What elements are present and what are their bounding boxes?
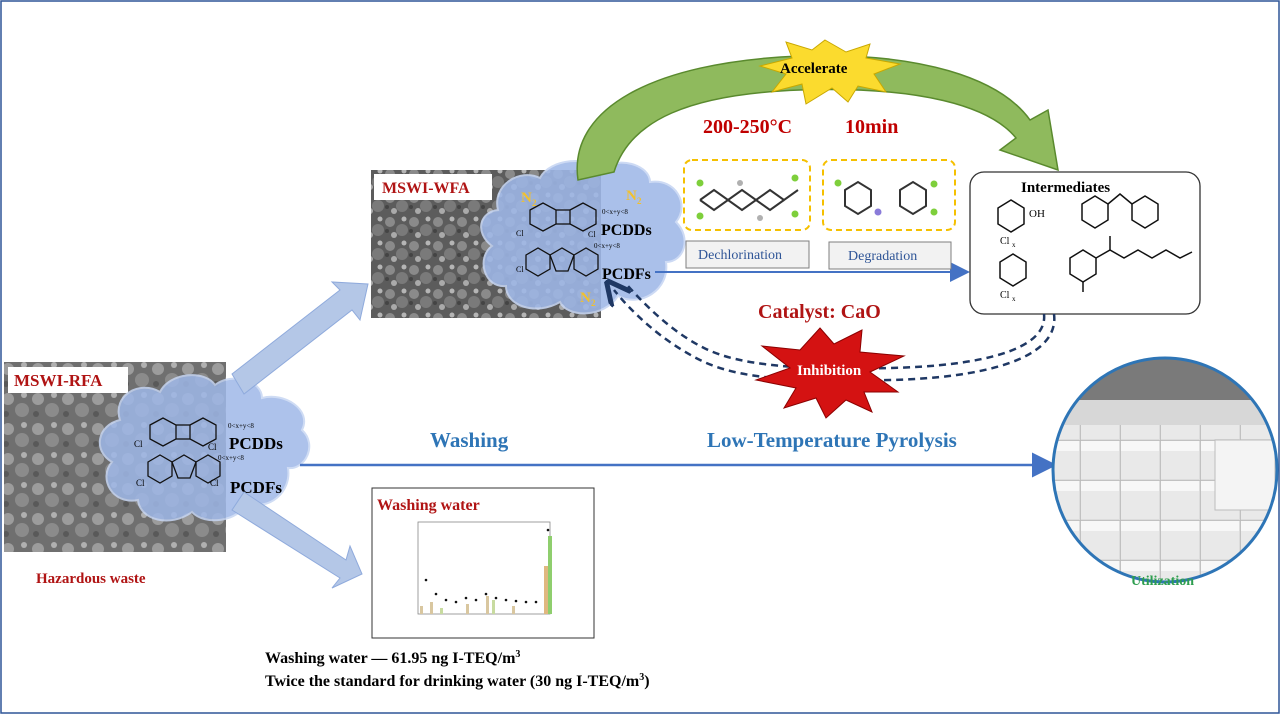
rfa-label: MSWI-RFA bbox=[14, 371, 103, 390]
pyrolysis-label: Low-Temperature Pyrolysis bbox=[707, 428, 957, 452]
degradation-molecule-box bbox=[822, 159, 956, 231]
washing-water-line1-text: Washing water — 61.95 ng I-TEQ/m bbox=[265, 650, 516, 667]
inhibition-starburst bbox=[754, 327, 906, 419]
int-cl-2: Cl bbox=[1000, 290, 1010, 301]
cl-atom bbox=[696, 212, 704, 220]
wfa-cly-1: Cl bbox=[588, 230, 596, 239]
utilization-image bbox=[1053, 358, 1277, 582]
o-atom bbox=[874, 208, 882, 216]
catalyst-label: Catalyst: CaO bbox=[758, 301, 881, 323]
time-label: 10min bbox=[845, 116, 898, 138]
dechlorination-molecule-box bbox=[683, 159, 811, 231]
utilization-circle bbox=[1051, 356, 1279, 584]
wfa-formula-1: 0<x+y<8 bbox=[602, 208, 628, 216]
wfa-pcdf-structure bbox=[525, 247, 599, 277]
cl-atom bbox=[930, 180, 938, 188]
wfa-label: MSWI-WFA bbox=[382, 180, 470, 197]
dechlorination-molecule bbox=[699, 188, 799, 212]
rfa-label-box bbox=[8, 367, 128, 393]
int-cl-2-sub: x bbox=[1012, 295, 1016, 303]
rfa-formula-1: 0<x+y<8 bbox=[228, 422, 254, 430]
wfa-n2-a: N bbox=[521, 190, 532, 206]
rfa-cly-2: Cl bbox=[210, 478, 219, 488]
washing-water-chart-box bbox=[371, 487, 595, 639]
oh-label: OH bbox=[1029, 208, 1045, 220]
washing-water-line2-end: ) bbox=[644, 673, 649, 690]
washing-water-title: Washing water bbox=[377, 497, 480, 514]
rfa-clx-1: Cl bbox=[134, 439, 143, 449]
cl-atom bbox=[834, 179, 842, 187]
rfa-pcdf-structure bbox=[147, 454, 221, 484]
wfa-formula-2: 0<x+y<8 bbox=[594, 242, 620, 250]
degradation-molecule bbox=[844, 180, 927, 216]
rfa-pcdfs: PCDFs bbox=[230, 478, 282, 497]
inhibition-label: Inhibition bbox=[797, 363, 862, 379]
rfa-cloud bbox=[98, 374, 311, 522]
temperature-label: 200-250°C bbox=[703, 116, 792, 138]
hazardous-waste-caption: Hazardous waste bbox=[36, 571, 146, 587]
rfa-pcdd-structure bbox=[149, 417, 217, 447]
wfa-label-box bbox=[374, 174, 492, 200]
int-cl-1-sub: x bbox=[1012, 241, 1016, 249]
wfa-clx-2: Cl bbox=[516, 265, 524, 274]
degradation-box bbox=[828, 241, 952, 270]
utilization-label: Utilization bbox=[1131, 574, 1194, 589]
wfa-n2-c-sub: 2 bbox=[591, 298, 596, 308]
wfa-n2-b: N bbox=[626, 188, 637, 204]
washing-water-line1-sup: 3 bbox=[515, 649, 520, 660]
accelerate-starburst bbox=[758, 39, 902, 105]
int-cl-1: Cl bbox=[1000, 236, 1010, 247]
rfa-cly-1: Cl bbox=[208, 442, 217, 452]
accelerate-label: Accelerate bbox=[780, 61, 848, 77]
washing-water-line2: Twice the standard for drinking water (3… bbox=[265, 672, 650, 690]
washing-water-line1: Washing water — 61.95 ng I-TEQ/m3 bbox=[265, 649, 520, 667]
washing-label: Washing bbox=[430, 428, 509, 452]
wfa-n2-b-sub: 2 bbox=[637, 196, 642, 206]
wfa-pcdds: PCDDs bbox=[601, 222, 652, 239]
washing-water-line2-sup: 3 bbox=[639, 672, 644, 683]
wfa-n2-a-sub: 2 bbox=[532, 198, 537, 208]
intermediate-structures bbox=[997, 193, 1193, 292]
cl-atom bbox=[696, 179, 704, 187]
rfa-formula-2: 0<x+y<8 bbox=[218, 454, 244, 462]
rfa-pcdds: PCDDs bbox=[229, 434, 283, 453]
cl-atom bbox=[791, 210, 799, 218]
cl-atom bbox=[791, 174, 799, 182]
h-atom bbox=[757, 215, 763, 221]
dechlorination-box bbox=[685, 240, 810, 269]
arrow-to-washing-water bbox=[231, 491, 363, 589]
wfa-clx-1: Cl bbox=[516, 229, 524, 238]
rfa-clx-2: Cl bbox=[136, 478, 145, 488]
washing-water-line2-text: Twice the standard for drinking water (3… bbox=[265, 673, 640, 690]
wfa-pcdfs: PCDFs bbox=[602, 266, 651, 283]
intermediates-box bbox=[969, 171, 1201, 315]
wfa-pcdd-structure bbox=[529, 202, 597, 232]
wfa-n2-c: N bbox=[580, 290, 591, 306]
intermediates-title: Intermediates bbox=[1021, 180, 1110, 196]
accelerate-arrow bbox=[576, 54, 1059, 181]
washing-water-mini-chart bbox=[417, 521, 552, 615]
degradation-label: Degradation bbox=[848, 249, 917, 264]
dechlorination-label: Dechlorination bbox=[698, 248, 782, 263]
cl-atom bbox=[930, 208, 938, 216]
h-atom bbox=[737, 180, 743, 186]
arrow-to-wfa bbox=[231, 281, 369, 395]
